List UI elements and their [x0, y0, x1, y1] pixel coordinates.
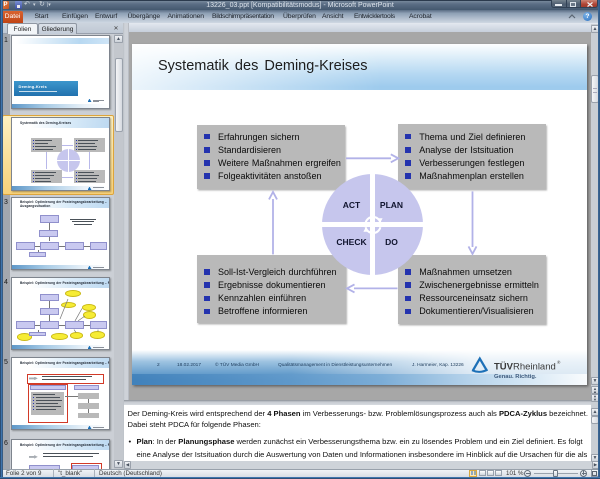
svg-text:®: ® [557, 359, 561, 365]
svg-text:Qualitätsmanagement in Dienst: Qualitätsmanagement in Dienstleistungsun… [278, 362, 392, 368]
svg-text:18.02.2017: 18.02.2017 [177, 362, 201, 368]
svg-text:2: 2 [157, 362, 160, 368]
svg-text:Genau. Richtig.: Genau. Richtig. [494, 374, 537, 380]
svg-text:© TÜV Media GmbH: © TÜV Media GmbH [215, 361, 259, 368]
svg-text:J. Harmeier, Kap. 13226: J. Harmeier, Kap. 13226 [412, 362, 464, 368]
svg-text:TÜVRheinland: TÜVRheinland [494, 361, 556, 372]
